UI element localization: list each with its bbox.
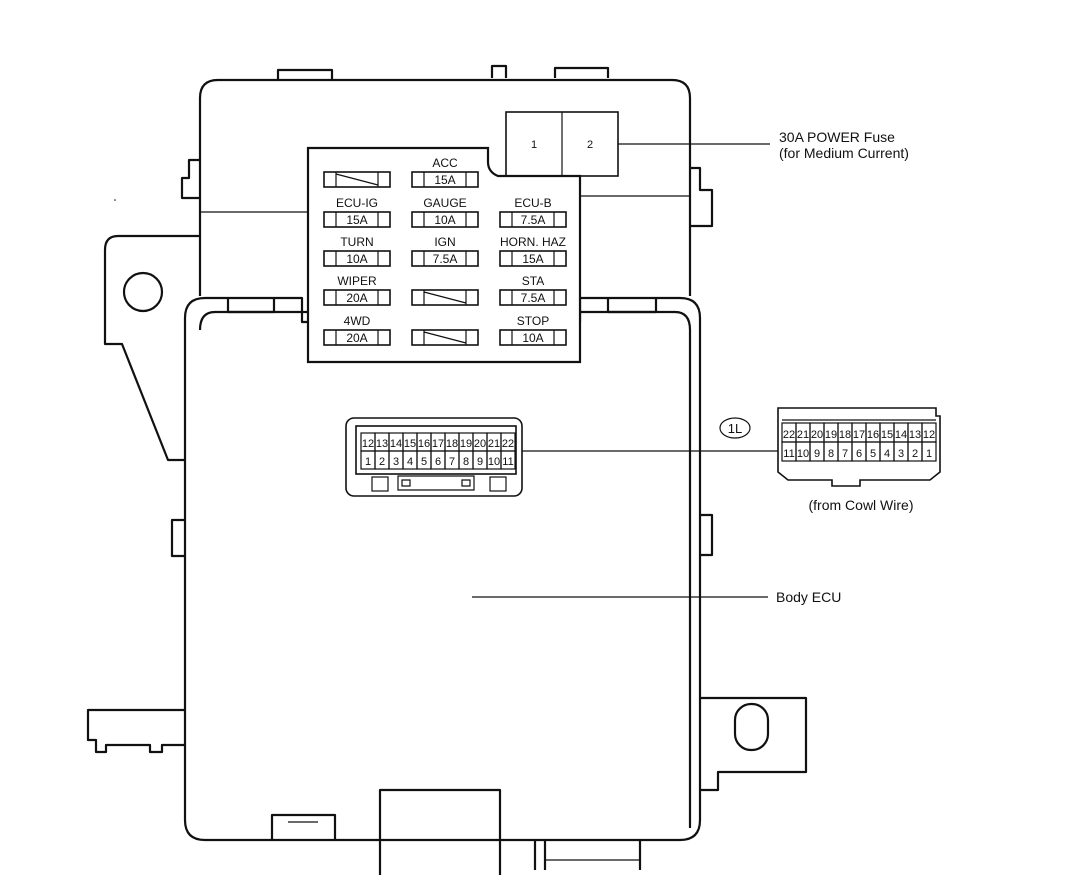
connector-caption: (from Cowl Wire) — [809, 497, 914, 513]
housing-outline — [86, 64, 808, 875]
pin-number: 20 — [811, 429, 823, 441]
power-fuse-sublabel: (for Medium Current) — [779, 145, 909, 161]
pin-number: 8 — [463, 456, 469, 468]
fuse-sta: STA 7.5A — [499, 274, 567, 306]
pin-number: 11 — [502, 456, 513, 468]
pin-number: 18 — [446, 438, 458, 450]
fuse-horn-haz: HORN. HAZ 15A — [499, 235, 567, 267]
pin-number: 19 — [460, 438, 472, 450]
fuse-name: IGN — [434, 235, 455, 249]
pin-number: 4 — [407, 456, 413, 468]
fuse-name: HORN. HAZ — [500, 235, 566, 249]
fuse-ign: IGN 7.5A — [411, 235, 479, 267]
pin-number: 1 — [926, 448, 932, 460]
fuse-rating: 15A — [346, 213, 367, 227]
fuse-rating: 7.5A — [521, 213, 546, 227]
fuse-stop: STOP 10A — [499, 314, 567, 346]
pin-number: 16 — [867, 429, 879, 441]
fuse-rating: 7.5A — [433, 252, 458, 266]
pin-number: 11 — [783, 448, 794, 460]
connector-pin — [921, 441, 937, 462]
pin-number: 8 — [828, 448, 834, 460]
power-fuse-slot-1: 1 — [531, 139, 537, 151]
pin-number: 3 — [898, 448, 904, 460]
pin-number: 5 — [870, 448, 876, 460]
fuse-rating: 20A — [346, 291, 367, 305]
fuse-name: GAUGE — [423, 196, 466, 210]
pin-number: 15 — [404, 438, 416, 450]
pin-number: 4 — [884, 448, 890, 460]
fuse-ecu-ig: ECU-IG 15A — [323, 196, 391, 228]
connector-code: 1L — [728, 421, 742, 436]
pin-number: 10 — [488, 456, 500, 468]
power-fuse-slot-2: 2 — [587, 139, 593, 151]
pin-number: 13 — [376, 438, 388, 450]
power-fuse-label: 30A POWER Fuse — [779, 129, 895, 145]
fuse-name: WIPER — [337, 274, 377, 288]
leader-lines — [472, 143, 778, 598]
pin-number: 17 — [853, 429, 865, 441]
pin-number: 14 — [895, 429, 907, 441]
pin-number: 12 — [923, 429, 935, 441]
pin-number: 14 — [390, 438, 402, 450]
pin-number: 6 — [856, 448, 862, 460]
fuse-rating: 15A — [434, 173, 455, 187]
pin-number: 2 — [379, 456, 385, 468]
fuse-grid: ACC 15A ECU-IG 15A GAUGE 10A ECU-B 7.5A TURN 10A I… — [323, 156, 567, 346]
fuse-name: STOP — [517, 314, 549, 328]
pin-number: 7 — [449, 456, 455, 468]
pin-number: 13 — [909, 429, 921, 441]
pin-number: 10 — [797, 448, 809, 460]
fuse-wiper: WIPER 20A — [323, 274, 391, 306]
pin-number: 16 — [418, 438, 430, 450]
connector-pin — [500, 450, 516, 470]
pin-number: 17 — [432, 438, 444, 450]
fuse-rating: 10A — [346, 252, 367, 266]
pin-number: 9 — [814, 448, 820, 460]
fuse-rating: 10A — [434, 213, 455, 227]
pin-number: 21 — [797, 429, 809, 441]
pin-number: 21 — [488, 438, 500, 450]
fuse-rating: 15A — [522, 252, 543, 266]
fuse-blank-13 — [411, 329, 479, 346]
pin-number: 12 — [362, 438, 374, 450]
pin-number: 7 — [842, 448, 848, 460]
body-ecu-label: Body ECU — [776, 589, 841, 605]
fuse-name: ECU-B — [514, 196, 551, 210]
fuse-name: STA — [522, 274, 544, 288]
fuse-blank-0 — [323, 171, 391, 188]
pin-number: 20 — [474, 438, 486, 450]
pin-number: 3 — [393, 456, 399, 468]
fuse-acc: ACC 15A — [411, 156, 479, 188]
fuse-ecu-b: ECU-B 7.5A — [499, 196, 567, 228]
pin-number: 19 — [825, 429, 837, 441]
fuse-rating: 10A — [522, 331, 543, 345]
fuse-name: ECU-IG — [336, 196, 378, 210]
pin-number: 1 — [365, 456, 371, 468]
fuse-turn: TURN 10A — [323, 235, 391, 267]
pin-number: 2 — [912, 448, 918, 460]
fuse-name: TURN — [340, 235, 373, 249]
fuse-blank-10 — [411, 289, 479, 306]
pin-number: 18 — [839, 429, 851, 441]
pin-number: 9 — [477, 456, 483, 468]
pin-number: 22 — [783, 429, 795, 441]
fuse-rating: 20A — [346, 331, 367, 345]
power-fuse-block: 1 2 — [505, 111, 619, 177]
pin-number: 15 — [881, 429, 893, 441]
pin-number: 22 — [502, 438, 514, 450]
fuse-name: ACC — [432, 156, 458, 170]
fuse-rating: 7.5A — [521, 291, 546, 305]
pin-number: 5 — [421, 456, 427, 468]
fuse-name: 4WD — [344, 314, 371, 328]
fuse-gauge: GAUGE 10A — [411, 196, 479, 228]
pin-number: 6 — [435, 456, 441, 468]
